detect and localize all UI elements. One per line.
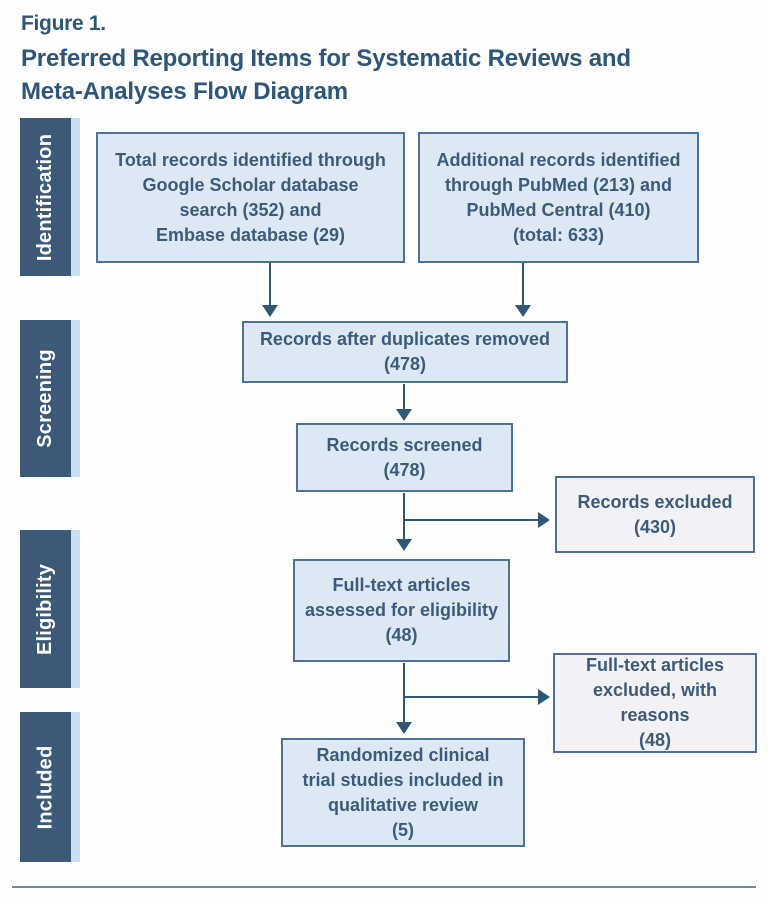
stage-stripe-eligibility xyxy=(71,530,80,688)
arrow-screened-to-fulltext xyxy=(396,493,412,551)
figure-title: Preferred Reporting Items for Systematic… xyxy=(21,45,631,105)
arrow-fulltext-to-included xyxy=(396,663,412,734)
flow-box-included-studies: Randomized clinical trial studies includ… xyxy=(281,738,525,847)
flow-box-fulltext-excluded: Full-text articles excluded, with reason… xyxy=(553,653,757,753)
flow-box-fulltext-assessed: Full-text articles assessed for eligibil… xyxy=(293,559,510,662)
stage-bar-eligibility: Eligibility xyxy=(20,530,71,688)
arrow-duplicates-to-screened xyxy=(396,384,412,421)
flow-box-records-identified-primary: Total records identified through Google … xyxy=(96,132,405,263)
stage-label-included: Included xyxy=(34,745,57,829)
bottom-divider xyxy=(12,886,756,888)
stage-stripe-screening xyxy=(71,320,80,477)
stage-bar-included: Included xyxy=(20,712,71,862)
stage-bar-screening: Screening xyxy=(20,320,71,477)
arrow-additional-to-duplicates xyxy=(515,263,531,317)
flow-box-duplicates-removed: Records after duplicates removed (478) xyxy=(242,321,568,383)
arrow-fulltext-to-fulltext-excluded xyxy=(404,689,550,705)
flow-box-records-screened: Records screened (478) xyxy=(296,423,513,492)
stage-bar-identification: Identification xyxy=(20,118,71,276)
stage-label-eligibility: Eligibility xyxy=(34,563,57,655)
arrow-screened-to-records-excluded xyxy=(404,512,550,528)
stage-stripe-included xyxy=(71,712,80,862)
figure-label: Figure 1. xyxy=(21,12,106,35)
flow-box-records-identified-additional: Additional records identified through Pu… xyxy=(418,132,699,263)
arrow-primary-to-duplicates xyxy=(262,263,278,317)
flow-box-records-excluded: Records excluded (430) xyxy=(555,476,755,553)
stage-label-identification: Identification xyxy=(34,133,56,261)
stage-label-screening: Screening xyxy=(34,349,56,448)
stage-stripe-identification xyxy=(71,118,80,276)
